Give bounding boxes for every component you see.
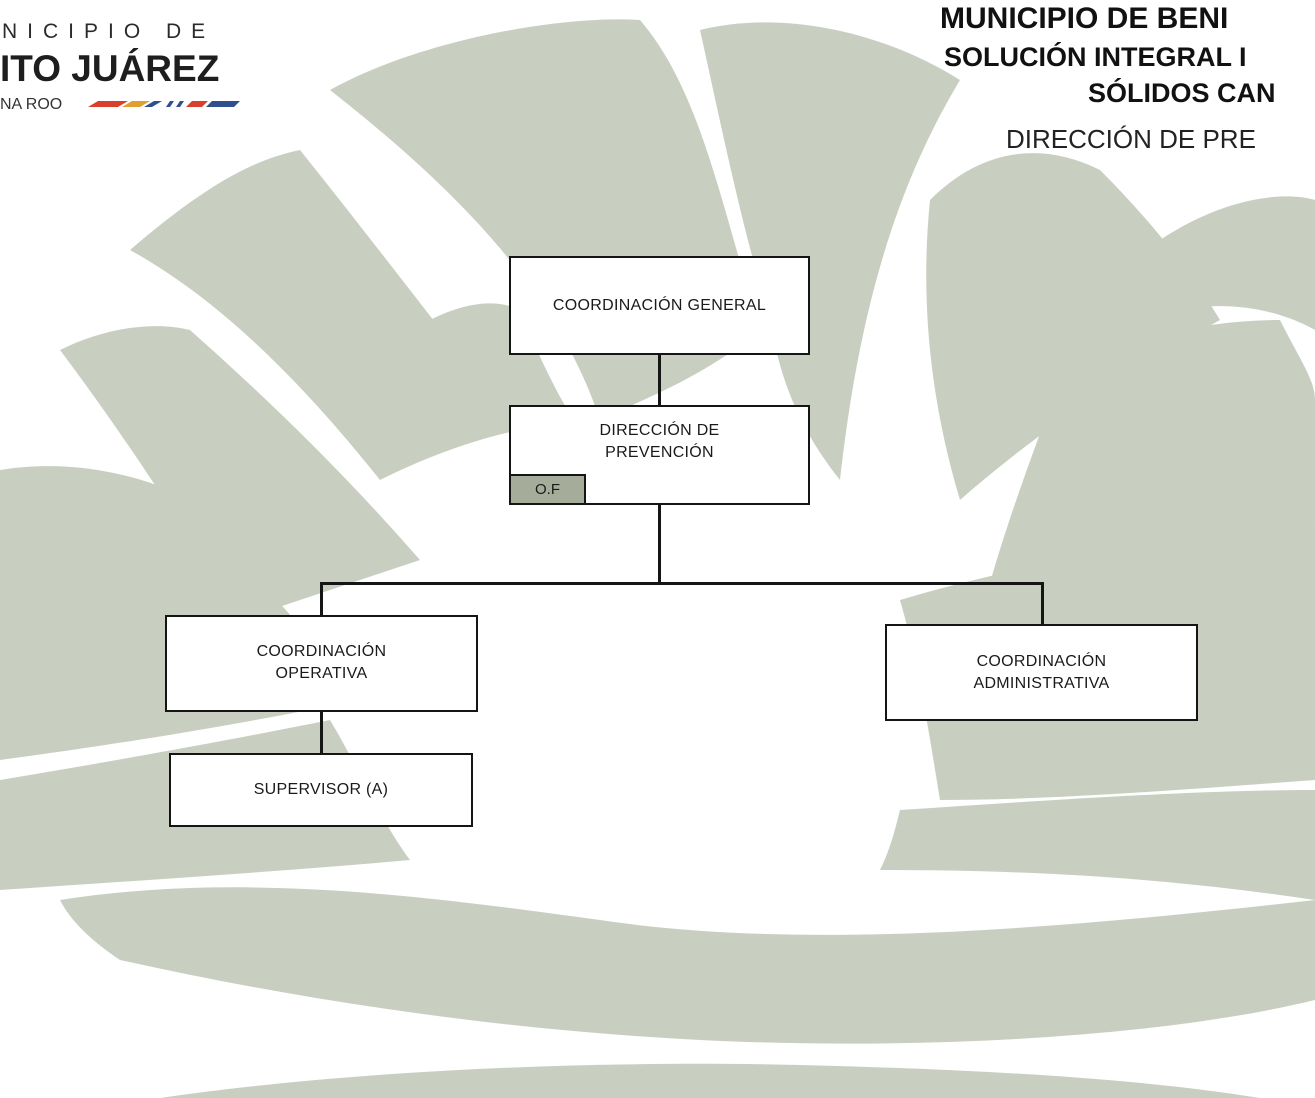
node-label: COORDINACIÓN GENERAL <box>552 296 767 314</box>
header-direccion: DIRECCIÓN DE PRE <box>1006 124 1256 154</box>
node-label: DIRECCIÓN DE PREVENCIÓN <box>599 422 720 461</box>
bg-ray-right-top <box>926 153 1220 500</box>
header-solucion-integral: SOLUCIÓN INTEGRAL I <box>944 42 1247 72</box>
node-label: COORDINACIÓN ADMINISTRATIVA <box>973 652 1110 692</box>
municipality-logo: NICIPIO DE ITO JUÁREZ NA ROO <box>0 12 250 122</box>
bg-ray-upper-mid-left <box>430 303 580 430</box>
node-badge-of: O.F <box>509 474 586 505</box>
bg-band-lower <box>60 887 1315 1044</box>
connector-to-administrativa <box>1041 582 1044 626</box>
bg-ray-lower-right <box>880 790 1315 900</box>
bg-band-bottom <box>160 1063 1260 1098</box>
connector-direccion-down <box>658 504 661 584</box>
connector-horizontal-bus <box>320 582 1044 585</box>
logo-text-benito-juarez: ITO JUÁREZ <box>0 48 220 89</box>
node-coordinacion-administrativa: COORDINACIÓN ADMINISTRATIVA <box>885 624 1198 721</box>
logo-text-municipio: NICIPIO DE <box>2 20 216 43</box>
node-supervisor: SUPERVISOR (A) <box>169 753 473 827</box>
badge-label: O.F <box>535 481 560 498</box>
bg-ray-right-mid <box>980 320 1315 620</box>
bg-ray-upper-left <box>130 150 520 480</box>
node-label: SUPERVISOR (A) <box>253 781 389 798</box>
connector-general-to-direccion <box>658 354 661 406</box>
connector-operativa-to-supervisor <box>320 710 323 754</box>
node-coordinacion-operativa: COORDINACIÓN OPERATIVA <box>165 615 478 712</box>
bg-ray-right-far <box>1160 196 1315 330</box>
header-solidos: SÓLIDOS CAN <box>1088 78 1276 108</box>
node-coordinacion-general: COORDINACIÓN GENERAL <box>509 256 810 355</box>
connector-to-operativa <box>320 582 323 617</box>
logo-text-quintana-roo: NA ROO <box>0 96 63 113</box>
bg-ray-top-right <box>700 22 960 480</box>
logo-color-stripe <box>88 101 240 107</box>
node-label: COORDINACIÓN OPERATIVA <box>256 642 387 682</box>
header-municipio: MUNICIPIO DE BENI <box>940 2 1229 35</box>
bg-ray-left <box>60 326 420 620</box>
